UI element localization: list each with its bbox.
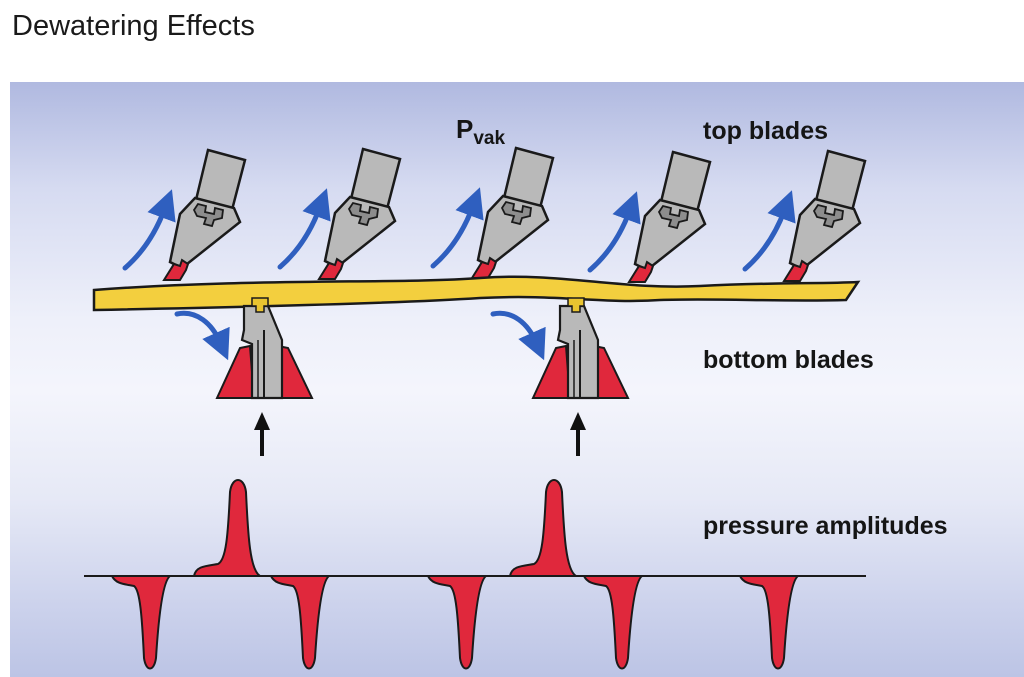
pressure-negative-pulse <box>269 575 332 670</box>
pressure-amplitudes-label: pressure amplitudes <box>703 512 948 540</box>
pvak-subscript: vak <box>473 128 506 149</box>
pvak-main: P <box>456 114 474 144</box>
push-arrow-icon <box>570 412 586 430</box>
lift-arrow-icon <box>742 190 796 272</box>
bottom-blade-post <box>556 304 600 400</box>
bottom-blades-group <box>174 297 630 456</box>
bottom-blade-wedge-left <box>531 344 573 399</box>
top-blade <box>430 146 555 279</box>
blade-tip <box>782 259 810 282</box>
bottom-blade <box>490 297 630 456</box>
top-blade <box>742 149 867 282</box>
top-blades-label: top blades <box>703 117 829 145</box>
blade-insert <box>500 200 532 226</box>
pressure-negative-pulse <box>426 575 489 670</box>
bottom-blade-nib <box>567 297 585 313</box>
top-blade <box>587 150 712 283</box>
blade-insert <box>657 204 689 230</box>
bottom-blades-label: bottom blades <box>703 346 874 374</box>
lift-arrow-icon <box>122 189 176 271</box>
blade-insert <box>347 201 379 227</box>
top-blade <box>277 147 402 280</box>
bottom-blade-nib <box>251 297 269 313</box>
blade-tip <box>162 258 190 281</box>
pressure-curve-group <box>110 479 801 670</box>
top-blades-group <box>122 146 867 283</box>
blade-insert <box>192 202 224 228</box>
page-title: Dewatering Effects <box>12 10 255 42</box>
bottom-blade-wedge-left <box>215 344 257 399</box>
blade-tip <box>317 257 345 280</box>
pressure-negative-pulse <box>582 575 645 670</box>
lift-arrow-icon <box>430 187 484 269</box>
blade-insert <box>812 203 844 229</box>
blade-tip <box>627 260 655 283</box>
pressure-positive-pulse <box>192 479 264 577</box>
forming-fabric <box>92 275 861 312</box>
lift-arrow-icon <box>587 191 641 273</box>
pvak-label: Pvak <box>456 114 505 150</box>
pressure-negative-pulse <box>110 575 173 670</box>
deflect-arrow-icon <box>490 310 546 361</box>
lift-arrow-icon <box>277 188 331 270</box>
bottom-blade-post <box>240 304 284 400</box>
deflect-arrow-icon <box>174 310 230 361</box>
push-arrow-icon <box>254 412 270 430</box>
top-blade <box>122 148 247 281</box>
pressure-positive-pulse <box>508 479 580 577</box>
bottom-blade <box>174 297 314 456</box>
pressure-negative-pulse <box>738 575 801 670</box>
